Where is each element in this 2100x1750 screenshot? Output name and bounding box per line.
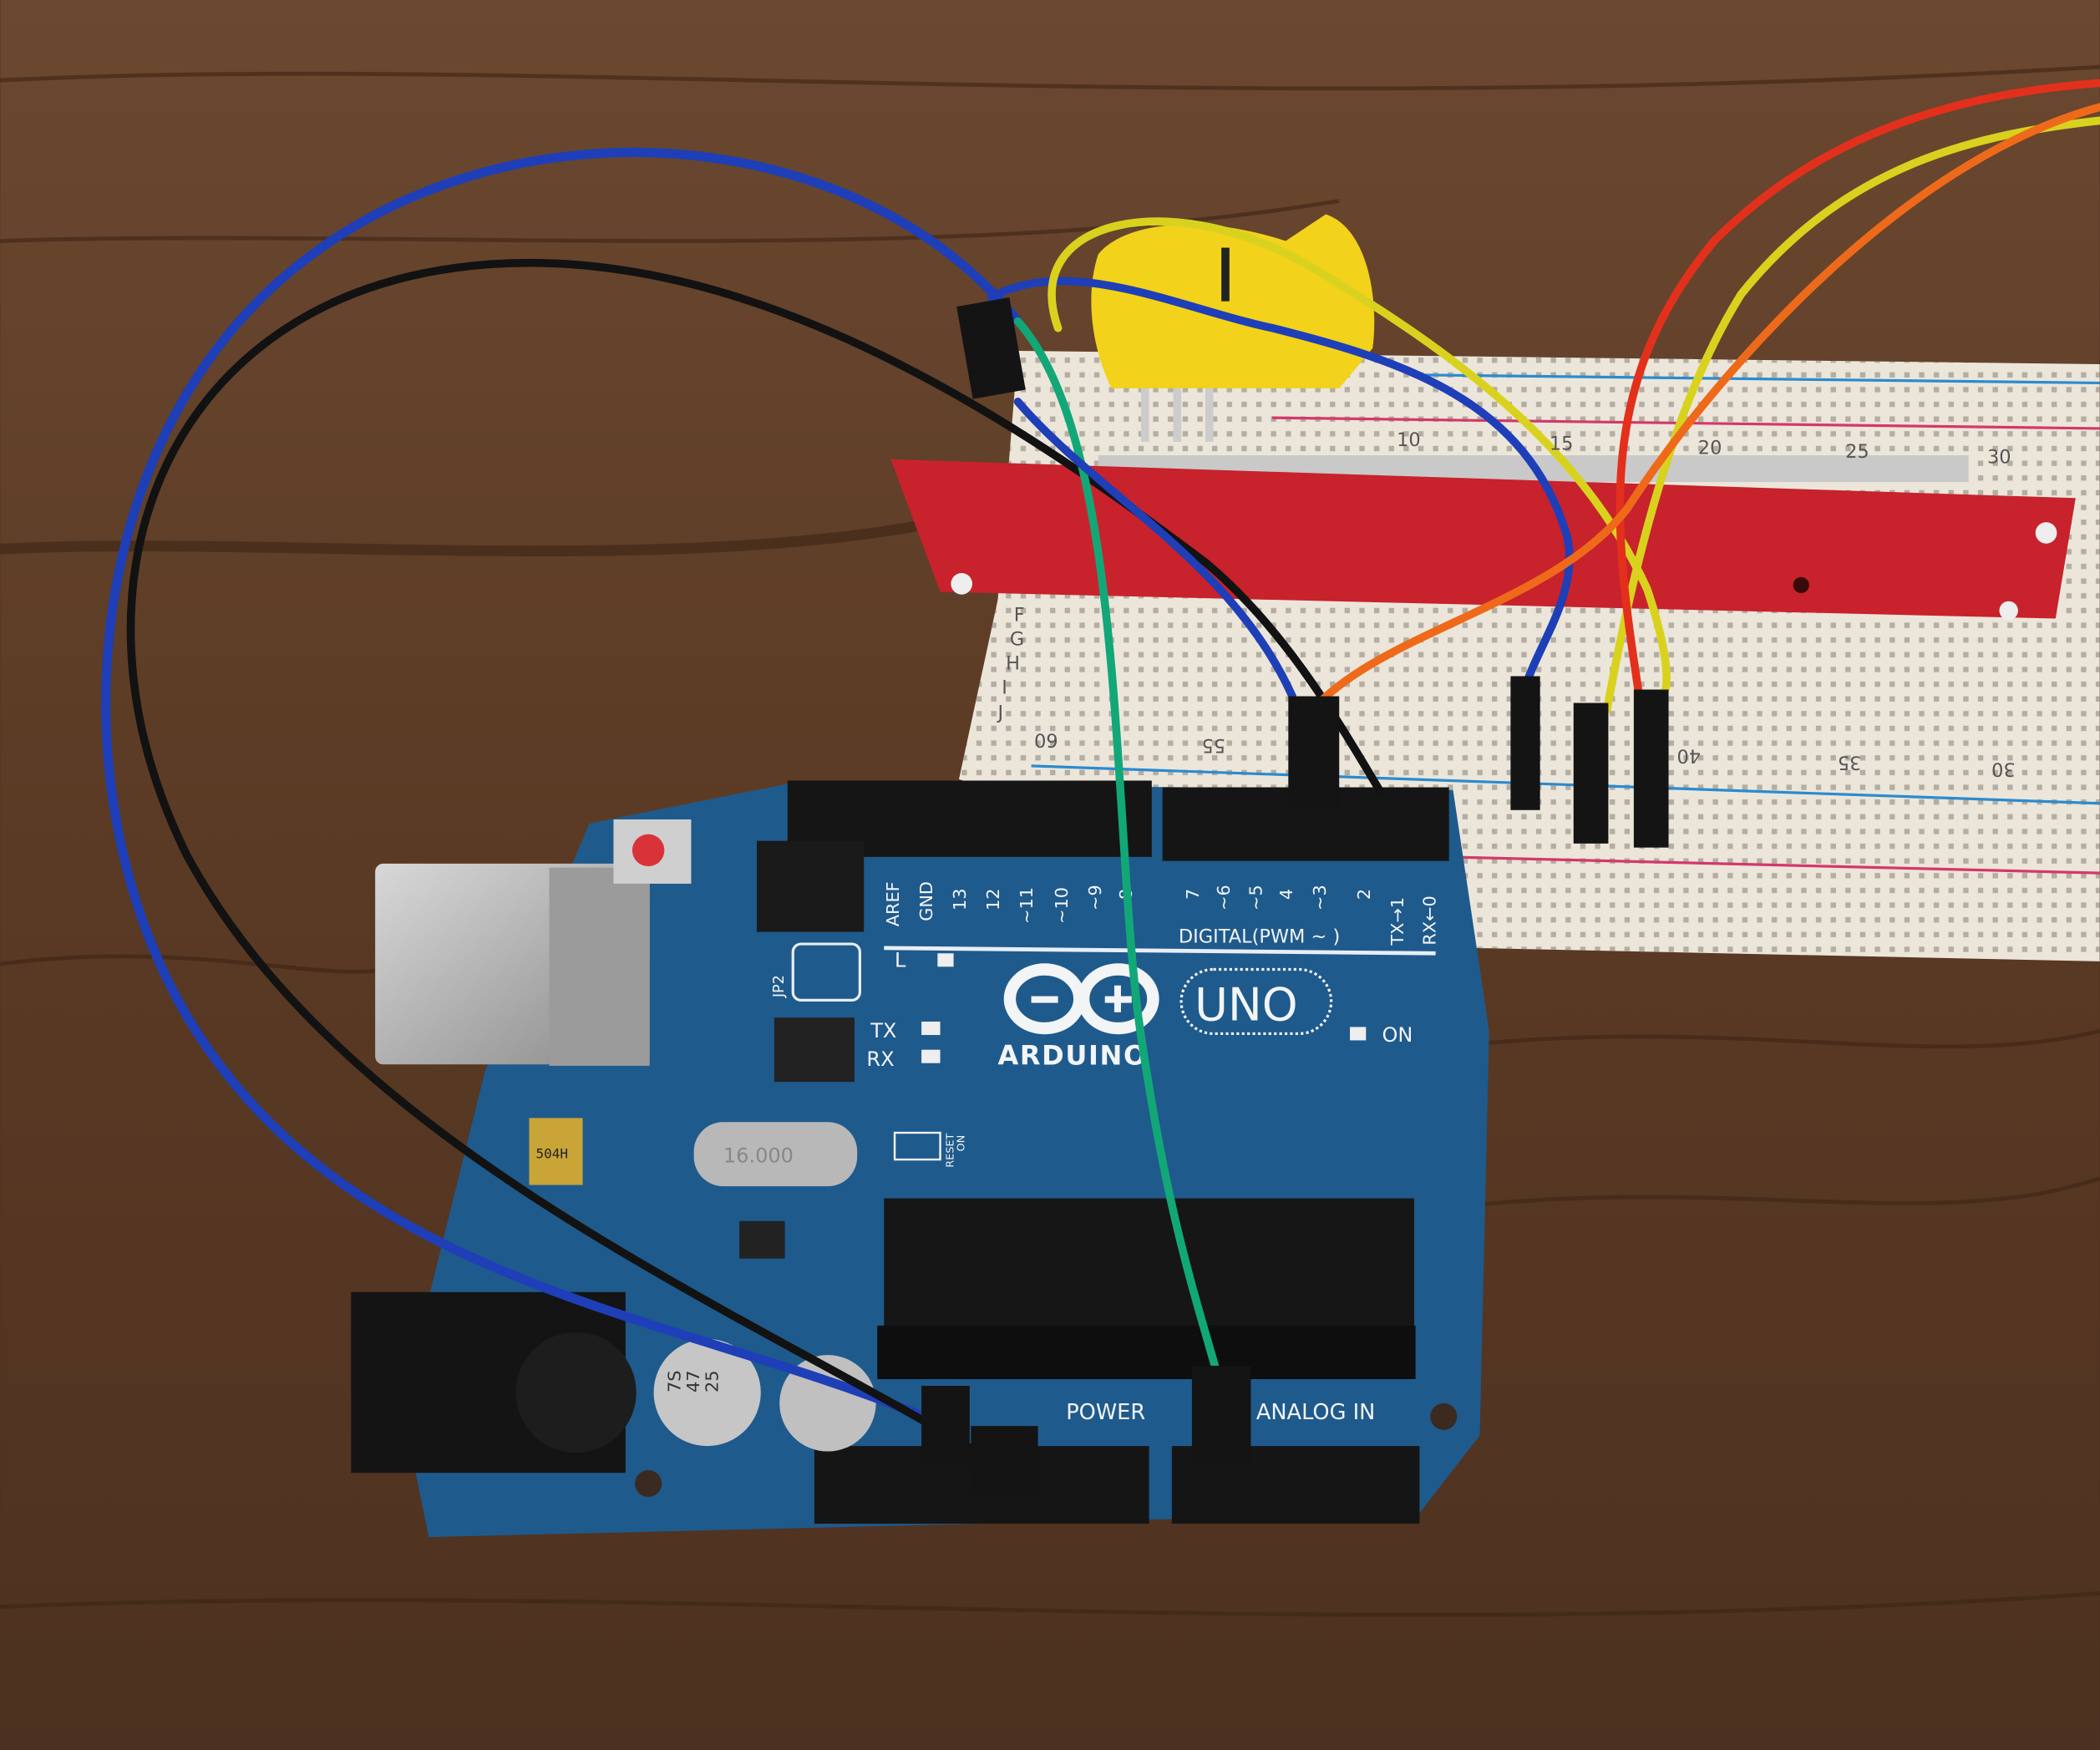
led (921, 1022, 941, 1036)
reset-en-on-label: ON (955, 1135, 967, 1152)
bb-number: 40 (1676, 745, 1701, 767)
model-name: UNO (1195, 977, 1298, 1031)
dupont-connector (921, 1386, 970, 1467)
fuse-marking: 504H (535, 1146, 568, 1162)
pin-label: ~3 (1310, 885, 1330, 911)
analog-label: ANALOG IN (1256, 1400, 1376, 1425)
breadboard-row-letters: F G H I J (996, 605, 1024, 724)
cap-text: 7S (665, 1371, 685, 1392)
blue-wire-to-board[interactable] (1013, 398, 1296, 701)
pin-header-pins (1140, 381, 1214, 442)
bb-number: 20 (1698, 437, 1722, 459)
blue-wire-loop[interactable] (101, 147, 1023, 1422)
led-rx-label: RX (866, 1047, 894, 1071)
bb-number: 60 (1034, 728, 1058, 750)
regulator (739, 1220, 785, 1259)
dupont-connector (1288, 696, 1340, 810)
pin-label: TX→1 (1387, 897, 1408, 946)
yellow-wire[interactable] (1047, 116, 2100, 714)
digital-label: DIGITAL(PWM ~ ) (1179, 926, 1340, 947)
dupont-connector (1510, 676, 1540, 810)
breadboard-top-numbers: 10 15 20 25 30 (1397, 429, 2011, 469)
mounting-hole (635, 1469, 662, 1498)
reset-en-label: RESET (945, 1134, 957, 1168)
dupont-connector (1573, 703, 1609, 844)
bb-number: 15 (1550, 434, 1574, 455)
capacitor: 7S 47 25 (653, 1338, 761, 1447)
reset-button[interactable] (632, 834, 665, 867)
bb-letter: J (996, 703, 1003, 724)
dupont-connector (1633, 689, 1669, 848)
arduino-uno-board: 7S 47 25 16.000 504H JP2 AREF GND 13 12 … (351, 780, 1489, 1538)
polyfuse: 504H (529, 1118, 583, 1185)
mounting-hole (1430, 1403, 1458, 1430)
black-wire-loop[interactable] (126, 258, 1384, 1467)
bb-number: 55 (1201, 734, 1225, 756)
led (921, 1049, 941, 1063)
crystal-marking: 16.000 (723, 1144, 794, 1167)
blue-wire-short[interactable] (987, 276, 1574, 687)
jp2-pads (791, 942, 861, 1002)
bb-number: 30 (1991, 758, 2016, 780)
uno-badge (1179, 967, 1333, 1036)
digital-pin-labels: AREF GND 13 12 ~11 ~10 ~9 8 7 ~6 ~5 4 ~3… (883, 881, 1440, 946)
jumper-wires (101, 79, 2100, 1494)
icsp-header[interactable] (756, 840, 865, 932)
bb-number: 35 (1838, 752, 1862, 774)
pin-label: ~6 (1214, 885, 1234, 911)
usb-interface-chip (774, 1017, 855, 1083)
bb-letter: G (1010, 629, 1024, 651)
led (937, 953, 954, 967)
bb-letter: I (1002, 677, 1007, 698)
potentiometer (1091, 214, 1375, 388)
arduino-brand: ARDUINO (997, 1039, 1147, 1071)
led-tx-label: TX (870, 1019, 896, 1042)
crystal: 16.000 (693, 1122, 858, 1187)
cap-text: 25 (702, 1371, 722, 1393)
pin-label: ~10 (1052, 887, 1072, 924)
pin-label: 7 (1183, 889, 1203, 900)
pin-label: GND (916, 881, 936, 921)
bb-number: 25 (1845, 441, 1869, 463)
pin-label: AREF (883, 881, 903, 926)
pin-label: ~9 (1085, 885, 1105, 911)
pin-label: ~5 (1245, 885, 1266, 911)
bb-number: 10 (1397, 429, 1421, 451)
breadboard-bottom-numbers: 60 55 40 35 30 (1034, 728, 2016, 779)
led (1350, 1027, 1367, 1041)
dupont-connector (971, 1426, 1038, 1494)
dupont-connector (1191, 1365, 1251, 1467)
bb-number: 30 (1987, 447, 2011, 469)
jp2-label: JP2 (771, 975, 788, 998)
pin-label: ~11 (1017, 887, 1037, 924)
bb-letter: H (1006, 652, 1020, 674)
dc-power-jack[interactable] (351, 1291, 637, 1474)
cap-text: 47 (683, 1371, 703, 1393)
bb-letter: F (1014, 605, 1025, 626)
red-wire[interactable] (1616, 79, 2100, 754)
pin-label: 4 (1276, 889, 1296, 900)
orange-wire[interactable] (1315, 103, 2100, 708)
power-label: POWER (1066, 1400, 1145, 1425)
pin-label: RX←0 (1420, 895, 1440, 945)
pin-label: 13 (950, 888, 970, 911)
led-on-label: ON (1382, 1023, 1413, 1047)
arduino-logo (1003, 963, 1159, 1035)
dupont-connector (956, 297, 1026, 399)
chip-socket (877, 1325, 1416, 1379)
pin-label: 12 (983, 888, 1003, 911)
led-l-label: L (895, 948, 906, 971)
pin-label: 2 (1354, 889, 1374, 900)
atmega328-chip (884, 1198, 1414, 1332)
